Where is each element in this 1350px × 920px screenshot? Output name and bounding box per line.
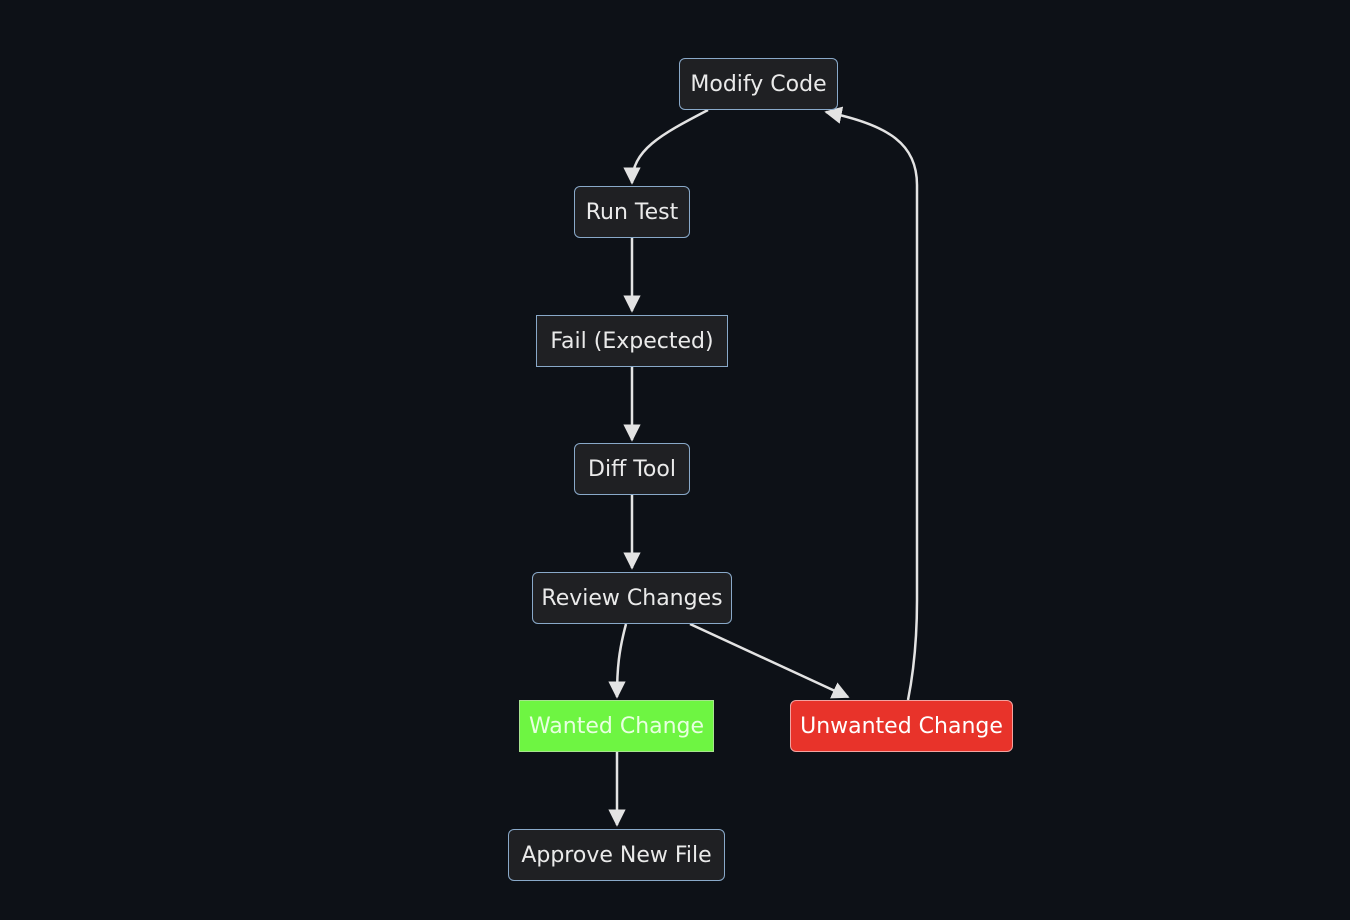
edge-modify-code-to-run-test bbox=[623, 108, 709, 185]
edge-review-changes-to-wanted-change bbox=[608, 623, 628, 699]
node-unwanted-change[interactable]: Unwanted Change bbox=[790, 700, 1013, 752]
node-label: Fail (Expected) bbox=[550, 328, 714, 354]
node-label: Review Changes bbox=[541, 585, 723, 611]
node-wanted-change[interactable]: Wanted Change bbox=[519, 700, 714, 752]
node-fail-expected[interactable]: Fail (Expected) bbox=[536, 315, 728, 367]
node-run-test[interactable]: Run Test bbox=[574, 186, 690, 238]
node-label: Diff Tool bbox=[588, 456, 676, 482]
node-label: Run Test bbox=[585, 199, 679, 225]
edge-unwanted-change-to-modify-code bbox=[824, 106, 919, 701]
node-label: Approve New File bbox=[521, 842, 712, 868]
node-modify-code[interactable]: Modify Code bbox=[679, 58, 838, 110]
node-approve-new-file[interactable]: Approve New File bbox=[508, 829, 725, 881]
node-label: Unwanted Change bbox=[800, 713, 1003, 739]
node-label: Modify Code bbox=[690, 71, 827, 97]
node-review-changes[interactable]: Review Changes bbox=[532, 572, 732, 624]
node-label: Wanted Change bbox=[528, 713, 705, 739]
node-diff-tool[interactable]: Diff Tool bbox=[574, 443, 690, 495]
edge-review-changes-to-unwanted-change bbox=[689, 622, 850, 699]
